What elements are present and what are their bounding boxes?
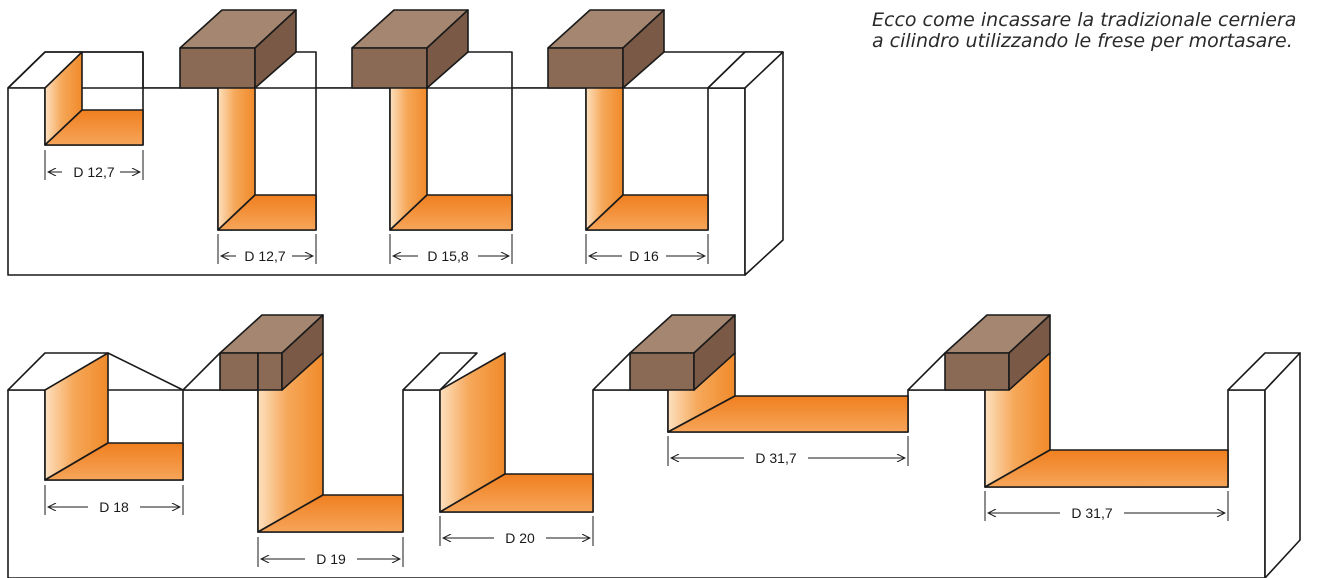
bottom-dim-label-5: D 31,7 [1071,505,1112,521]
bottom-dim-label-3: D 20 [505,530,535,546]
top-dim-label-1: D 12,7 [73,164,114,180]
top-dim-label-3: D 15,8 [427,248,468,264]
bottom-slot-5-floor [984,449,1229,488]
top-hinge-3 [547,9,665,89]
bottom-dim-label-1: D 18 [99,499,129,515]
bottom-hinge-1 [219,314,324,391]
top-dim-label-2: D 12,7 [244,248,285,264]
bottom-dim-label-4: D 31,7 [755,450,796,466]
top-slot-2-floor [217,194,317,231]
bottom-slot-4-floor [667,395,909,433]
top-dim-label-4: D 16 [629,248,659,264]
bottom-slot-3-floor [439,473,594,513]
bottom-hinge-3 [944,314,1051,391]
caption-text: Ecco come incassare la tradizionale cern… [872,9,1297,52]
bottom-slot-1-floor [44,442,184,481]
top-dimensions [44,150,709,264]
top-hinge-1 [179,9,297,89]
top-slot-4-floor [585,194,709,231]
bottom-hinge-2 [629,314,736,391]
bottom-slot-2-floor [257,494,404,533]
bottom-dim-label-2: D 19 [316,551,346,567]
bottom-board [7,314,1301,578]
top-hinge-2 [351,9,469,89]
bottom-dimensions [44,436,1229,567]
top-slot-3-floor [389,194,513,231]
top-slot-1-floor [44,109,144,146]
top-board [7,9,784,276]
